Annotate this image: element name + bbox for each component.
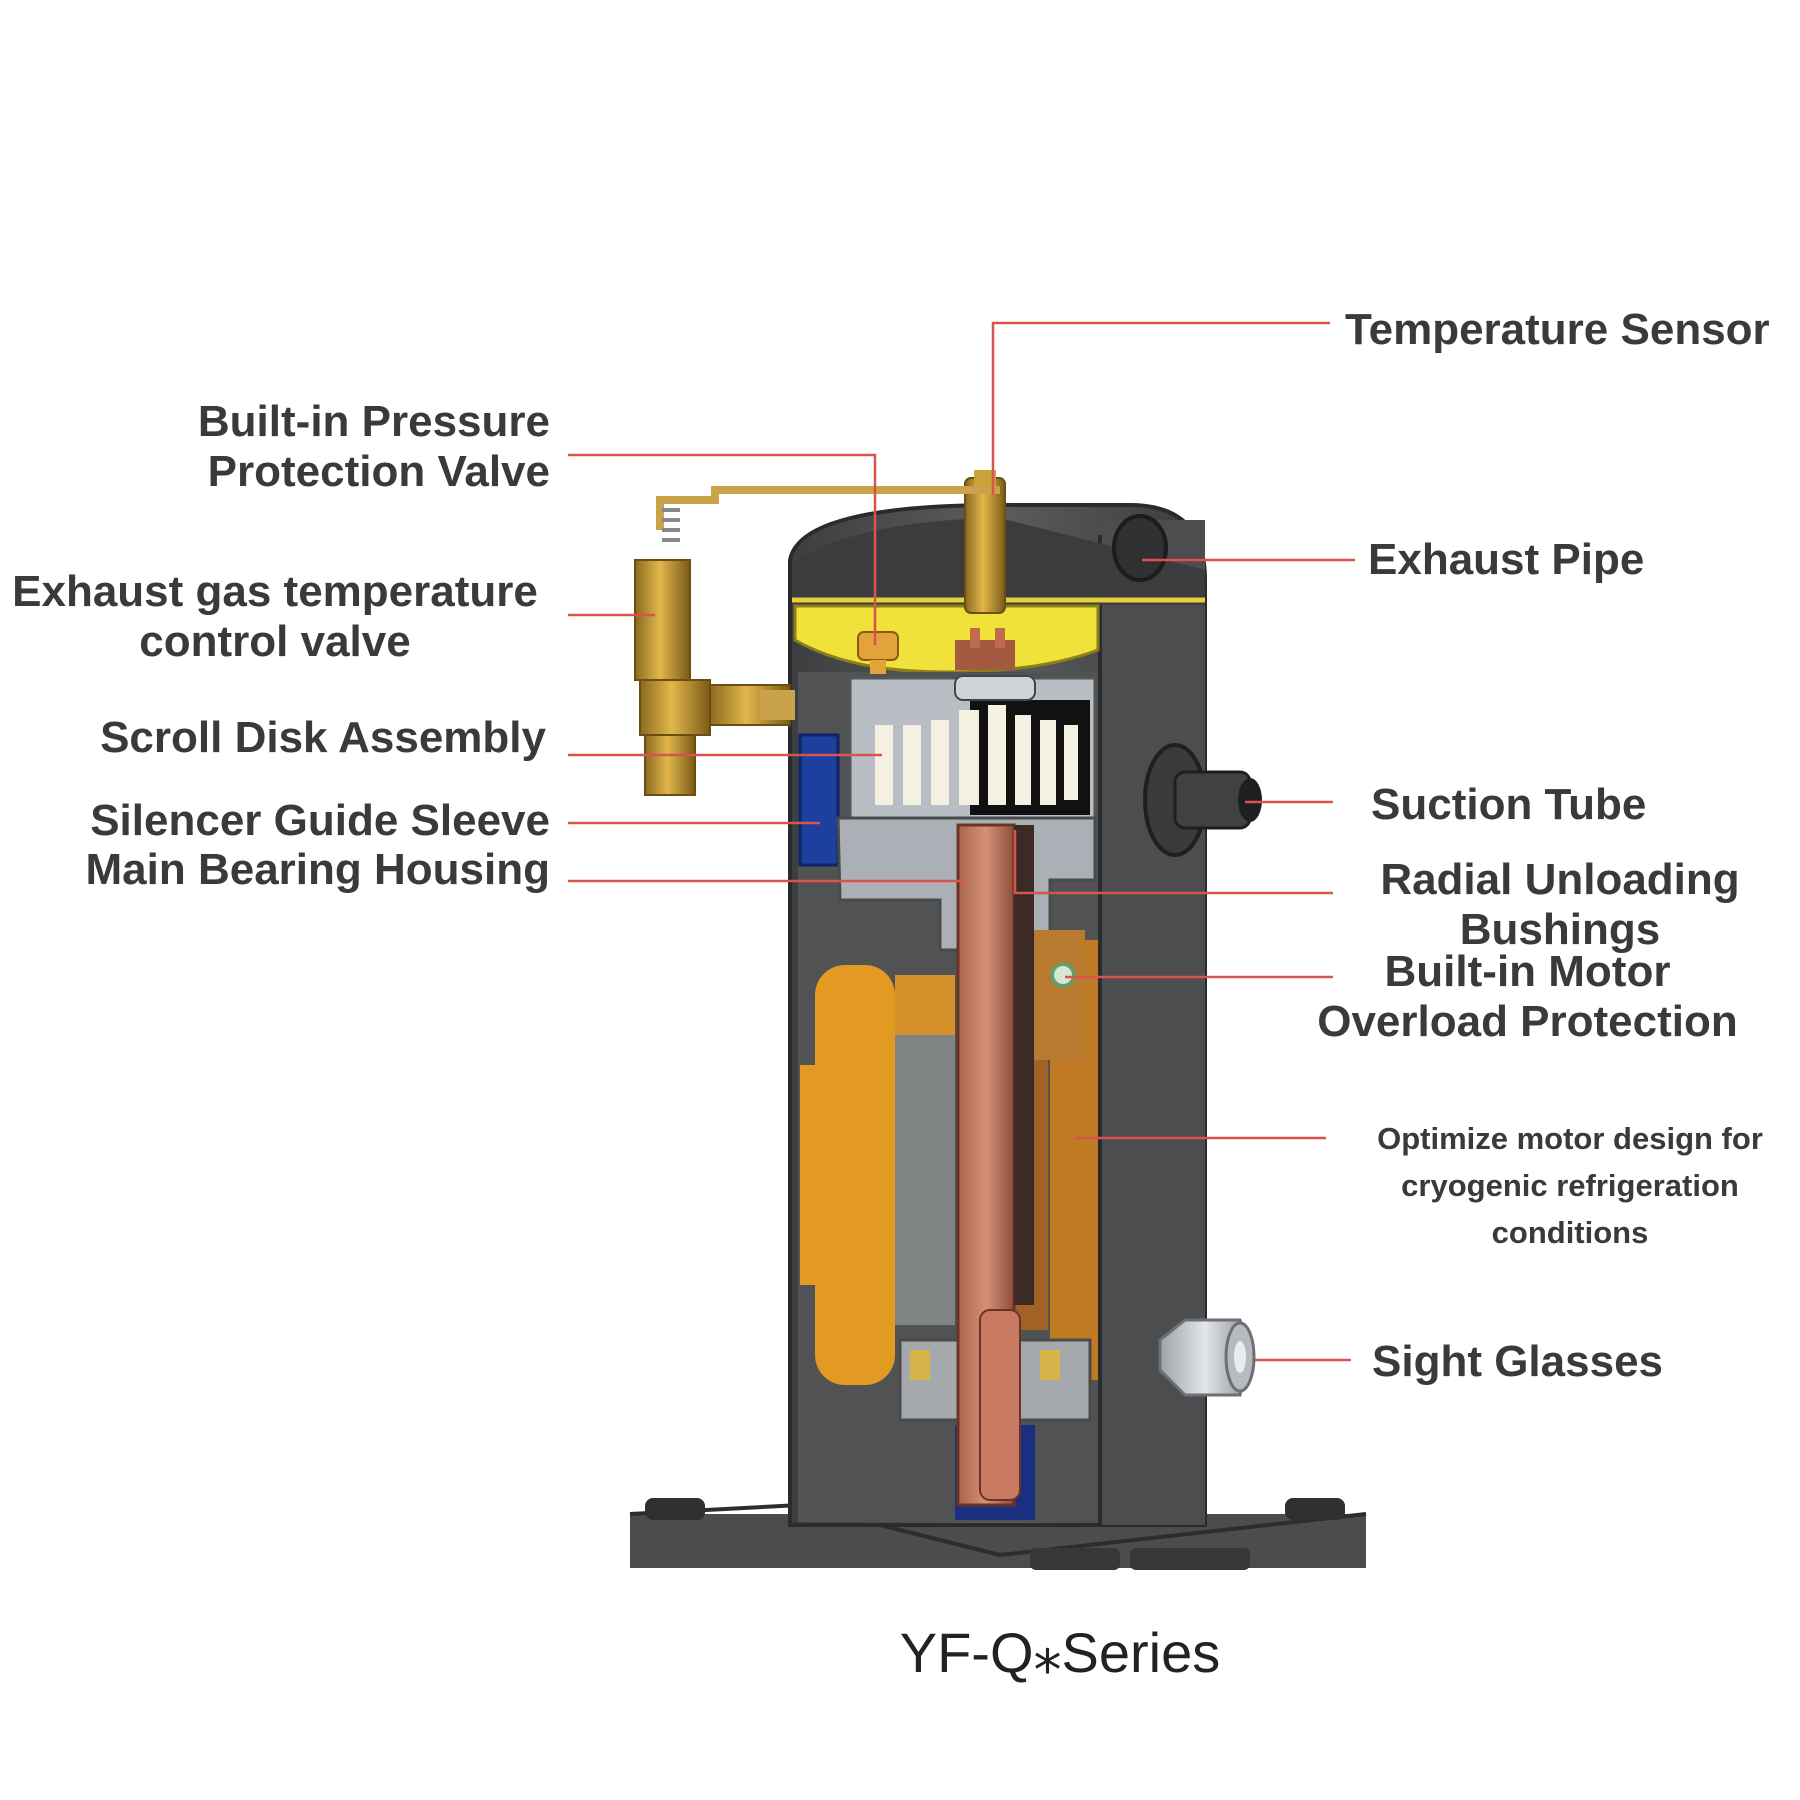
sight-glass-fitting bbox=[1158, 1318, 1256, 1397]
label-suction-tube: Suction Tube bbox=[1371, 780, 1647, 829]
scroll-disk-assembly bbox=[848, 675, 1097, 820]
label-exhaust-gas-valve: Exhaust gas temperature control valve bbox=[12, 567, 538, 666]
leader-lines bbox=[568, 321, 1355, 1362]
label-exhaust-pipe: Exhaust Pipe bbox=[1368, 535, 1645, 584]
label-main-bearing: Main Bearing Housing bbox=[85, 845, 550, 894]
crankshaft bbox=[956, 823, 1034, 1507]
series-title: YF-Q⁎Series bbox=[899, 1621, 1221, 1684]
exhaust-gas-control-valve bbox=[634, 486, 1000, 796]
label-scroll-disk: Scroll Disk Assembly bbox=[100, 713, 546, 762]
suction-tube-fitting bbox=[1143, 743, 1262, 857]
leader-radial-bushings bbox=[1013, 830, 1333, 895]
exhaust-pipe-fitting bbox=[1112, 514, 1168, 582]
label-radial-bushings: Radial Unloading Bushings bbox=[1380, 855, 1740, 954]
leader-temperature-sensor bbox=[991, 321, 1330, 495]
label-sight-glasses: Sight Glasses bbox=[1372, 1337, 1664, 1386]
label-motor-design: Optimize motor design for cryogenic refr… bbox=[1377, 1121, 1763, 1250]
label-pressure-valve: Built-in Pressure Protection Valve bbox=[197, 397, 550, 496]
label-temperature-sensor: Temperature Sensor bbox=[1345, 305, 1770, 354]
motor-overload-protector bbox=[1025, 930, 1085, 1060]
temperature-sensor-probe bbox=[964, 470, 1006, 614]
top-terminal bbox=[955, 628, 1015, 670]
leader-pressure-valve bbox=[568, 453, 877, 645]
label-motor-overload: Built-in Motor Overload Protection bbox=[1317, 947, 1738, 1046]
label-silencer-sleeve: Silencer Guide Sleeve bbox=[90, 796, 550, 845]
pressure-protection-valve bbox=[857, 631, 899, 674]
silencer-sleeve bbox=[798, 733, 840, 867]
mounting-base bbox=[629, 1498, 1367, 1570]
